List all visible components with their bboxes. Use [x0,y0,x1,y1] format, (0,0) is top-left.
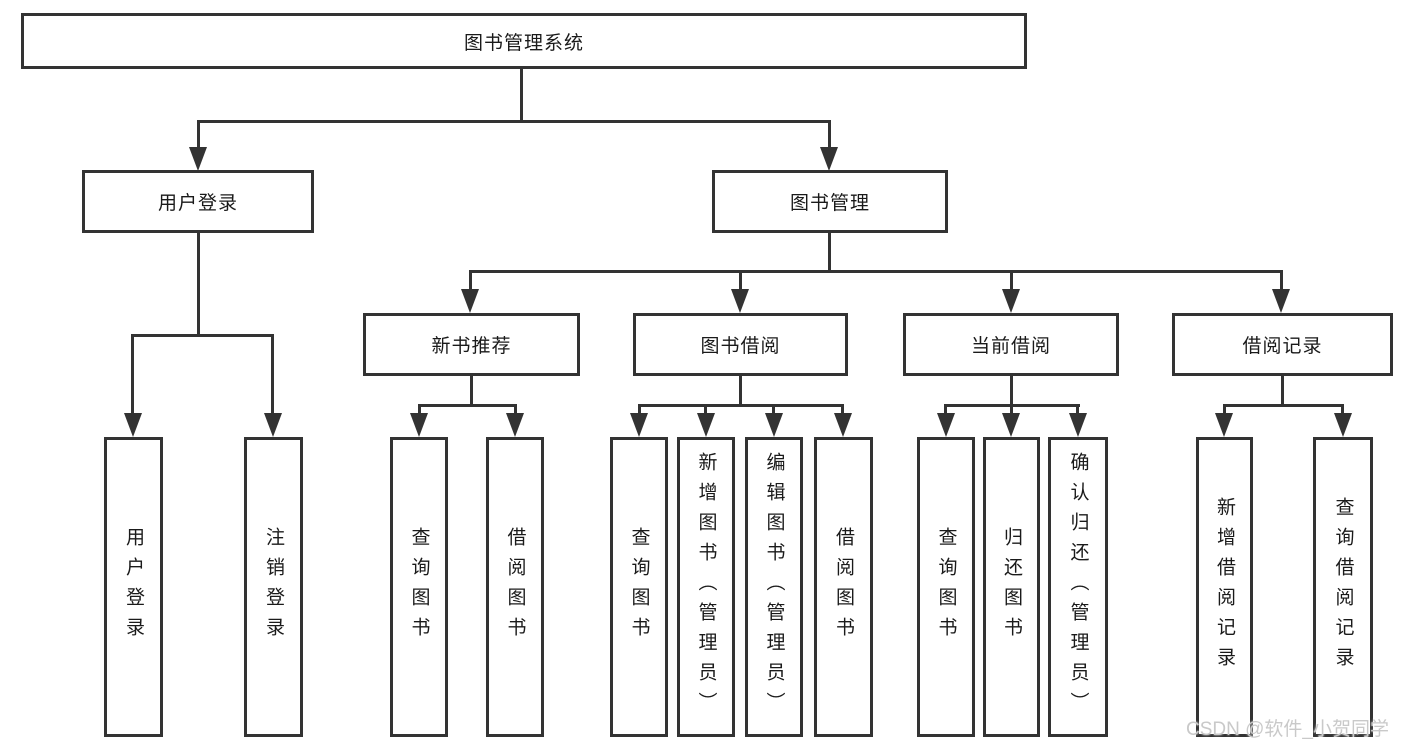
arrow-down-icon [1334,413,1352,437]
arrow-down-icon [834,413,852,437]
connector-leaf-stem [1010,404,1013,414]
connector-group2-hline [638,404,844,407]
node-library-system: 图书管理系统 [21,13,1027,69]
connector-group1-hline [418,404,517,407]
connector-leaf-stem [1076,404,1079,414]
leaf-query-borrow-record-label: 查询借阅记录 [1332,497,1354,677]
leaf-borrow-books-label: 借阅图书 [504,527,526,647]
node-library-system-label: 图书管理系统 [463,32,584,54]
arrow-down-icon [506,413,524,437]
connector-user-login-leaf1-stem [131,334,134,414]
leaf-borrow-books-label: 借阅图书 [833,527,854,647]
leaf-return-book-label: 归还图书 [1001,527,1022,647]
arrow-down-icon [410,413,428,437]
connector-user-login-stem [197,120,200,148]
arrow-down-icon [1002,413,1020,437]
arrow-down-icon [461,289,479,313]
connector-group4-down [1281,376,1284,406]
connector-leaf-stem [1341,404,1344,414]
leaf-borrow-books: 借阅图书 [486,437,544,737]
arrow-down-icon [1002,289,1020,313]
leaf-add-book-admin: 新增图书（管理员） [677,437,735,737]
leaf-user-login-label: 用户登录 [123,527,144,647]
arrow-down-icon [264,413,282,437]
node-user-login-label: 用户登录 [157,193,238,214]
leaf-query-books-label: 查询图书 [935,527,957,647]
arrow-down-icon [820,147,838,171]
connector-group4-hline [1223,404,1344,407]
connector-leaf-stem [944,404,947,414]
arrow-down-icon [697,413,715,437]
leaf-logout: 注销登录 [244,437,303,737]
leaf-add-book-admin-label: 新增图书（管理员） [695,452,717,722]
connector-leaf-stem [704,404,707,414]
arrow-down-icon [765,413,783,437]
node-borrowing-records: 借阅记录 [1172,313,1393,376]
leaf-confirm-return-admin-label: 确认归还（管理员） [1067,452,1089,722]
connector-leaf-stem [514,404,517,414]
node-new-book-recommend-label: 新书推荐 [431,336,512,357]
arrow-down-icon [1215,413,1233,437]
node-book-management: 图书管理 [712,170,948,233]
leaf-query-books: 查询图书 [917,437,975,737]
leaf-query-books: 查询图书 [610,437,668,737]
node-current-borrowing-label: 当前借阅 [970,336,1051,357]
leaf-edit-book-admin-label: 编辑图书（管理员） [763,452,785,722]
node-book-management-label: 图书管理 [789,193,870,214]
leaf-query-books-label: 查询图书 [408,527,430,647]
connector-root-stub [520,69,523,122]
leaf-user-login: 用户登录 [104,437,163,737]
arrow-down-icon [731,289,749,313]
arrow-down-icon [1272,289,1290,313]
node-borrowing-records-label: 借阅记录 [1242,336,1323,357]
connector-user-login-down [197,232,200,336]
connector-leaf-stem [638,404,641,414]
leaf-query-books: 查询图书 [390,437,448,737]
leaf-confirm-return-admin: 确认归还（管理员） [1048,437,1108,737]
leaf-logout-label: 注销登录 [263,527,284,647]
connector-book-mgmt-down [828,232,831,273]
arrow-down-icon [1069,413,1087,437]
arrow-down-icon [937,413,955,437]
node-user-login: 用户登录 [82,170,314,233]
node-new-book-recommend: 新书推荐 [363,313,580,376]
connector-group3-down [1010,376,1013,406]
leaf-borrow-books: 借阅图书 [814,437,873,737]
connector-group4-stem [1280,270,1283,291]
leaf-return-book: 归还图书 [983,437,1040,737]
connector-leaf-stem [841,404,844,414]
arrow-down-icon [630,413,648,437]
csdn-watermark: CSDN @软件_小贺同学 [1186,719,1389,740]
connector-user-login-hline [131,334,274,337]
connector-user-login-leaf2-stem [271,334,274,414]
arrow-down-icon [124,413,142,437]
leaf-add-borrow-record: 新增借阅记录 [1196,437,1253,737]
leaf-add-borrow-record-label: 新增借阅记录 [1214,497,1235,677]
connector-group1-stem [469,270,472,291]
leaf-query-borrow-record: 查询借阅记录 [1313,437,1373,737]
node-current-borrowing: 当前借阅 [903,313,1119,376]
connector-group3-stem [1010,270,1013,291]
connector-group1-down [470,376,473,406]
connector-leaf-stem [1223,404,1226,414]
arrow-down-icon [189,147,207,171]
connector-level1-hline [197,120,831,123]
connector-book-mgmt-hline [469,270,1283,273]
connector-leaf-stem [418,404,421,414]
node-book-borrowing: 图书借阅 [633,313,848,376]
connector-group2-down [739,376,742,406]
leaf-query-books-label: 查询图书 [628,527,650,647]
connector-group2-stem [739,270,742,291]
connector-leaf-stem [772,404,775,414]
leaf-edit-book-admin: 编辑图书（管理员） [745,437,803,737]
connector-book-mgmt-stem [828,120,831,148]
node-book-borrowing-label: 图书借阅 [700,336,781,357]
